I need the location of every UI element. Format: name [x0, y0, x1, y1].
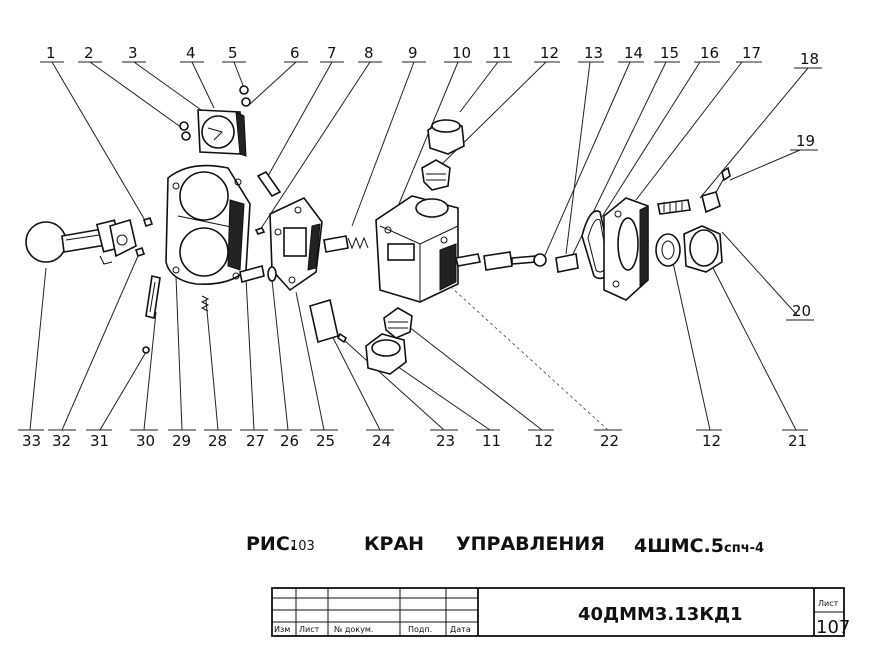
figure-caption: РИС. 103 КРАН УПРАВЛЕНИЯ 4ШМС.5 спч-4: [246, 533, 764, 557]
part-14-stem: [483, 251, 547, 271]
label-24: 24: [372, 432, 391, 450]
label-20: 20: [792, 302, 811, 320]
caption-fig: РИС.: [246, 533, 297, 555]
tb-col-date: Дата: [450, 625, 471, 634]
caption-word-upravleniya: УПРАВЛЕНИЯ: [456, 533, 605, 555]
caption-model-suffix: спч-4: [724, 541, 764, 556]
part-8-pin: [254, 227, 266, 235]
label-16: 16: [700, 44, 719, 62]
caption-model: 4ШМС.5: [634, 535, 724, 557]
label-1: 1: [46, 44, 56, 62]
tb-col-doc: № докум.: [334, 625, 373, 634]
label-21: 21: [788, 432, 807, 450]
bottom-leader-lines: [29, 231, 799, 431]
tb-document-code: 40ДММ3.13КД1: [578, 604, 743, 625]
part-12-top-fitting: [421, 159, 451, 191]
part-28-spring: [200, 295, 210, 312]
label-8: 8: [364, 44, 374, 62]
label-7: 7: [327, 44, 337, 62]
label-25: 25: [316, 432, 335, 450]
label-27: 27: [246, 432, 265, 450]
label-19: 19: [796, 132, 815, 150]
part-20-nut: [701, 191, 721, 214]
label-13: 13: [584, 44, 603, 62]
part-1-screw: [142, 216, 154, 228]
label-23: 23: [436, 432, 455, 450]
label-4: 4: [186, 44, 196, 62]
part-6-nut: [241, 97, 251, 107]
label-9: 9: [408, 44, 418, 62]
part-13-pin: [455, 253, 481, 267]
tb-col-list: Лист: [299, 625, 320, 634]
label-12-bottom-a: 12: [534, 432, 553, 450]
part-12-right-fitting: [655, 233, 681, 267]
part-32-screw: [134, 246, 146, 258]
label-12-bottom-b: 12: [702, 432, 721, 450]
label-11-bottom: 11: [482, 432, 501, 450]
part-29-cover: [165, 164, 251, 286]
tb-col-signature: Подп.: [408, 625, 432, 634]
label-6: 6: [290, 44, 300, 62]
label-11: 11: [492, 44, 511, 62]
label-3: 3: [128, 44, 138, 62]
part-11-bottom-nut: [365, 333, 407, 375]
label-15: 15: [660, 44, 679, 62]
label-22: 22: [600, 432, 619, 450]
part-7-sleeve: [256, 170, 282, 198]
part-30-plate: [145, 275, 161, 319]
top-labels: 1 2 3 4 5 6 7 8 9 10 11 12 13 14 15 16 1…: [46, 44, 819, 150]
label-32: 32: [52, 432, 71, 450]
part-23-pin: [336, 332, 348, 344]
part-4-pressure-gauge: [197, 109, 247, 157]
part-31-rivet: [142, 346, 150, 354]
part-12-bottom-fitting: [383, 307, 413, 339]
label-17: 17: [742, 44, 761, 62]
tb-sheet-number: 107: [816, 617, 850, 638]
part-11-top-nut: [427, 119, 465, 155]
label-26: 26: [280, 432, 299, 450]
part-22-valve-body: [375, 195, 459, 303]
part-27-bolt: [239, 265, 265, 283]
title-block: Изм Лист № докум. Подп. Дата 40ДММ3.13КД…: [271, 587, 850, 638]
caption-fig-number: 103: [290, 539, 315, 554]
label-31: 31: [90, 432, 109, 450]
leader-22-dashed: [451, 287, 609, 431]
part-17-end-cover: [603, 197, 649, 301]
part-15-cap: [555, 253, 579, 273]
tb-sheet-label: Лист: [818, 599, 839, 608]
part-24-plate: [309, 298, 339, 344]
bottom-labels: 33 32 31 30 29 28 27 26 25 24 23 11 12 2…: [22, 302, 811, 450]
tb-col-izm: Изм: [274, 625, 290, 634]
label-14: 14: [624, 44, 643, 62]
part-2-nut: [179, 121, 189, 131]
label-2: 2: [84, 44, 94, 62]
part-25-flange: [269, 196, 323, 292]
label-29: 29: [172, 432, 191, 450]
label-18: 18: [800, 50, 819, 68]
part-26-washer: [267, 266, 277, 282]
label-12: 12: [540, 44, 559, 62]
part-33-handle: [25, 218, 137, 265]
label-5: 5: [228, 44, 238, 62]
bottom-label-overlines: [18, 319, 814, 431]
label-28: 28: [208, 432, 227, 450]
part-18-spring: [657, 199, 691, 215]
part-3-nut: [181, 131, 191, 141]
label-33: 33: [22, 432, 41, 450]
label-10: 10: [452, 44, 471, 62]
caption-word-kran: КРАН: [364, 533, 424, 555]
part-9-spool: [323, 235, 349, 253]
part-5-nut: [239, 85, 249, 95]
part-21-union-nut: [683, 225, 723, 273]
part-10-spring: [347, 236, 369, 250]
label-30: 30: [136, 432, 155, 450]
